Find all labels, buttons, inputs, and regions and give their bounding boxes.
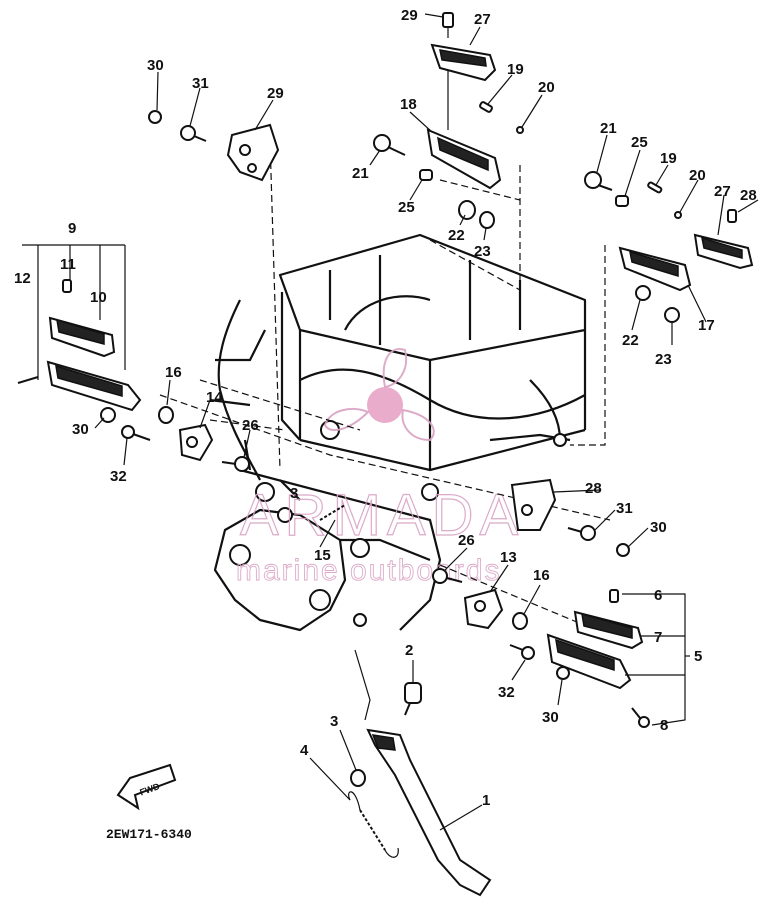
callout-1: 1	[482, 792, 490, 809]
callout-20-top: 20	[538, 79, 555, 96]
callout-13: 13	[500, 549, 517, 566]
callout-26-top: 27	[474, 11, 491, 28]
callout-16-right: 16	[533, 567, 550, 584]
callout-30-topleft: 30	[147, 57, 164, 74]
forward-arrow-icon: FWD	[116, 763, 177, 811]
callout-19-top: 19	[507, 61, 524, 78]
callout-24-right: 25	[631, 134, 648, 151]
callout-18: 18	[400, 96, 417, 113]
callout-29: 29	[267, 85, 284, 102]
callout-30-right: 30	[650, 519, 667, 536]
callout-6: 7	[654, 629, 662, 646]
callout-32-right: 32	[498, 684, 515, 701]
callout-25-right: 26	[458, 532, 475, 549]
callout-11: 11	[60, 256, 76, 273]
callout-28: 28	[585, 480, 602, 497]
part-bracket-left-top	[148, 110, 280, 182]
watermark-logo: ARMADA marine outboards	[236, 348, 524, 587]
callout-7: 6	[654, 587, 662, 604]
callout-2: 2	[405, 642, 413, 659]
main-frame	[209, 233, 587, 632]
part-rider-footrest-right	[584, 171, 754, 323]
leader-lines	[22, 13, 759, 831]
callout-3: 3	[330, 713, 338, 730]
callout-32-left: 32	[110, 468, 127, 485]
callout-22-right: 22	[622, 332, 639, 349]
callout-30-left: 30	[72, 421, 89, 438]
callouts: 29 27 19 20 18 21 25 22 23 30 31 29 21 2…	[14, 7, 757, 809]
diagram-code: 2EW171-6340	[106, 827, 192, 842]
callout-27-right: 28	[740, 187, 757, 204]
callout-26-right: 27	[714, 183, 731, 200]
callout-31-topleft: 31	[192, 75, 209, 92]
callout-3-frame: 3	[290, 485, 298, 502]
part-sidestand	[319, 504, 492, 897]
callout-4: 4	[300, 742, 309, 759]
callout-31-right: 31	[616, 500, 633, 517]
part-bracket-right-mid	[510, 478, 630, 557]
callout-19-right: 19	[660, 150, 677, 167]
callout-30-lower: 30	[542, 709, 559, 726]
callout-25-left: 26	[242, 417, 259, 434]
callout-23-top: 23	[474, 243, 491, 260]
callout-5: 5	[694, 648, 702, 665]
part-passenger-footrest-right	[432, 568, 650, 728]
callout-24-top: 25	[398, 199, 415, 216]
part-rider-footrest-top	[373, 12, 524, 229]
watermark-brand: ARMADA	[240, 483, 524, 548]
callout-10: 10	[90, 289, 107, 306]
callout-8: 8	[660, 717, 668, 734]
callout-15: 15	[314, 547, 331, 564]
assembly-lines	[159, 139, 621, 641]
callout-21-top: 21	[352, 165, 369, 182]
callout-14: 14	[206, 389, 223, 406]
callout-16-left: 16	[165, 364, 182, 381]
callout-21-right: 21	[600, 120, 617, 137]
callout-27-top: 29	[401, 7, 418, 24]
callout-23-right: 23	[655, 351, 672, 368]
callout-9: 9	[68, 220, 76, 237]
callout-17: 17	[698, 317, 715, 334]
callout-20-right: 20	[689, 167, 706, 184]
callout-22-top: 22	[448, 227, 465, 244]
callout-12: 12	[14, 270, 31, 287]
part-passenger-footrest-left	[17, 279, 250, 472]
